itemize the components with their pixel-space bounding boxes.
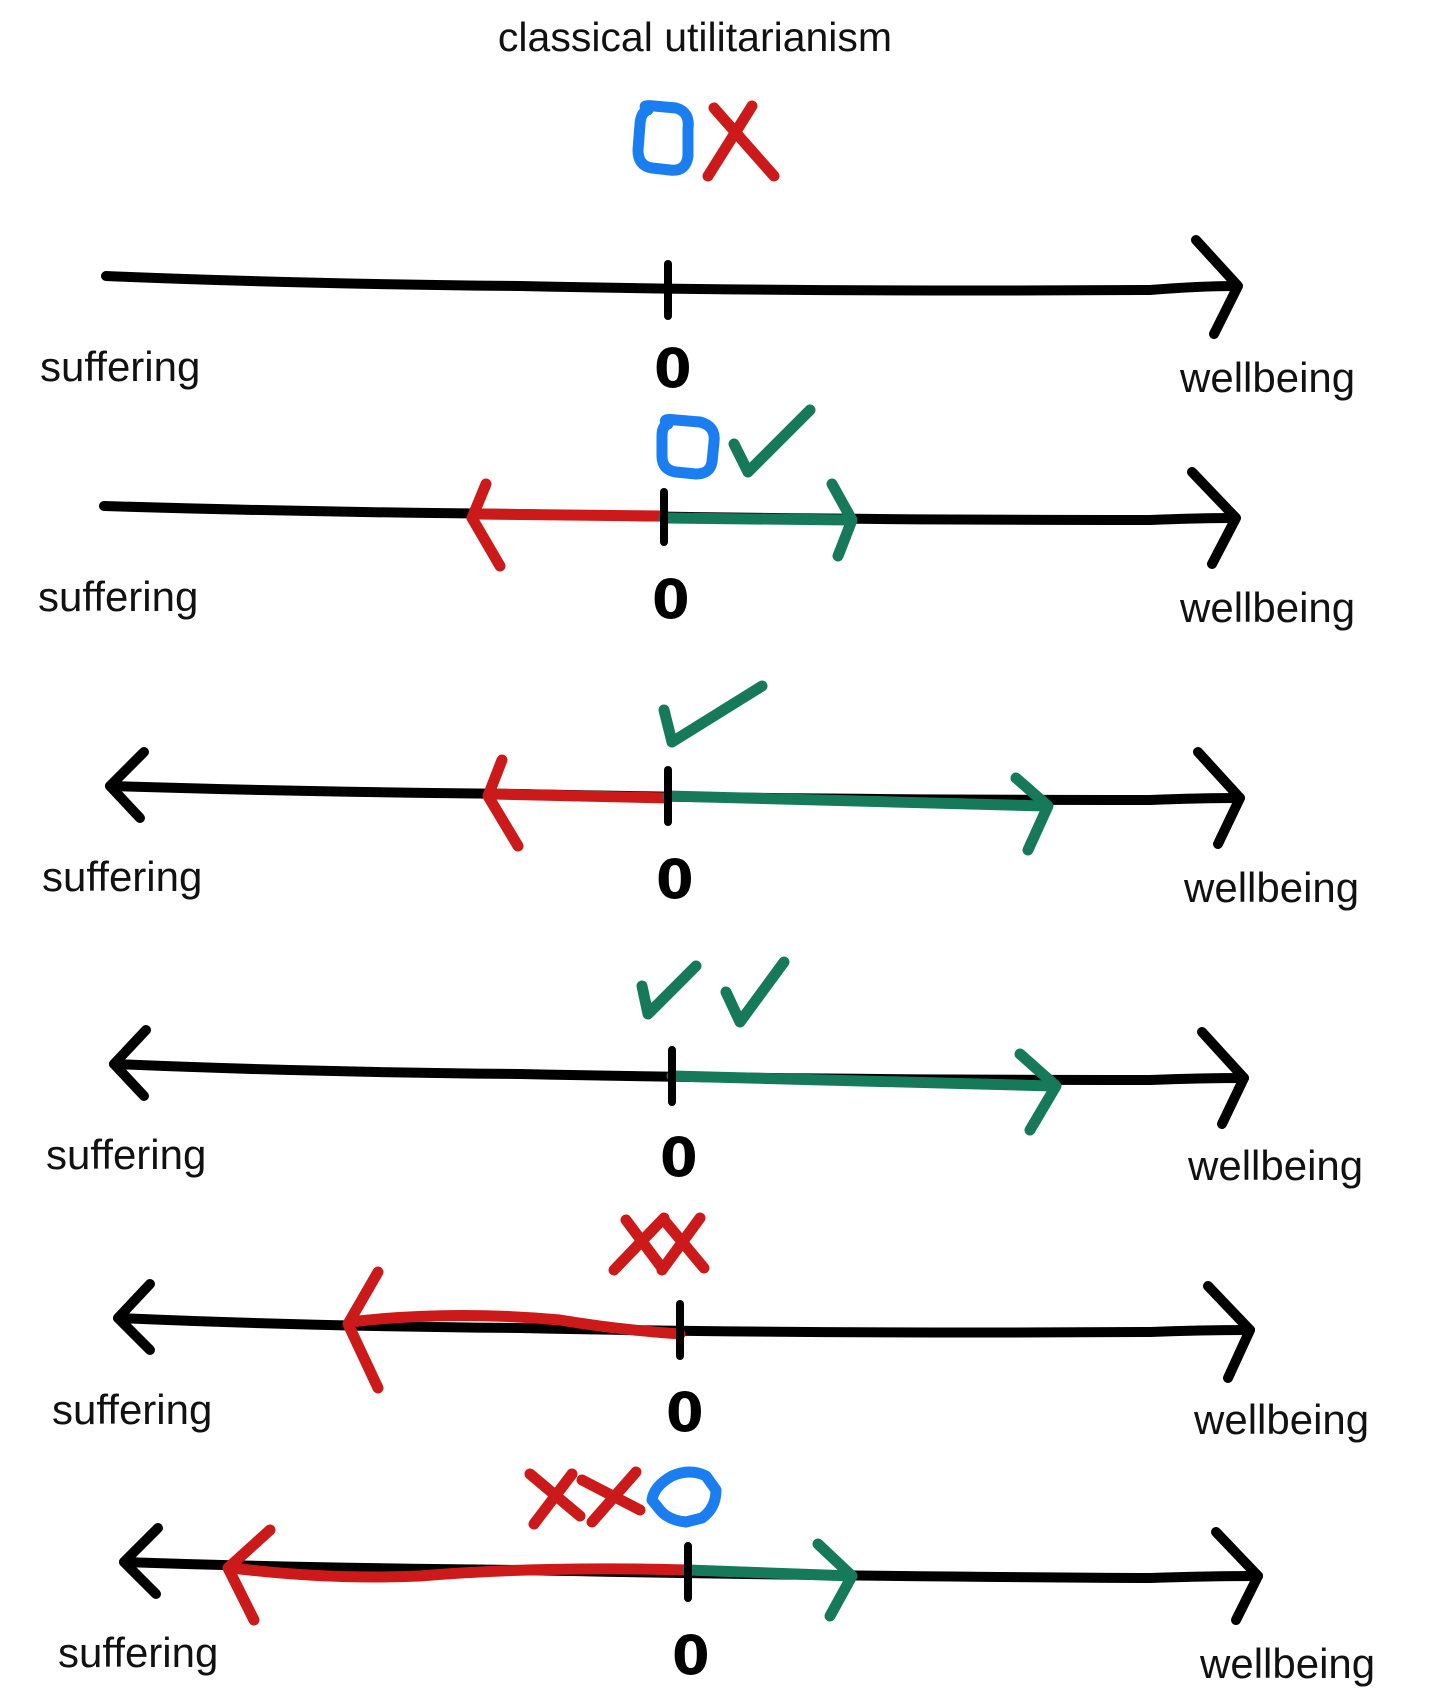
suffering-label: suffering (52, 1386, 212, 1433)
zero-label: 0 (660, 1126, 698, 1189)
zero-label: 0 (652, 568, 690, 631)
axis-arrowhead-right (1187, 467, 1241, 569)
diagram-title: classical utilitarianism (497, 14, 893, 60)
suffering-bar (470, 508, 668, 522)
row-3-markers (658, 680, 768, 748)
wellbeing-bar (658, 512, 856, 526)
suffering-arrowhead (222, 1524, 276, 1626)
suffering-arrowhead (342, 1266, 384, 1394)
suffering-label: suffering (40, 343, 200, 390)
zero-label: 0 (666, 1381, 704, 1444)
wellbeing-bar (662, 790, 1052, 812)
row-1: suffering 0 wellbeing (40, 100, 1355, 401)
row-5-markers (608, 1212, 710, 1276)
suffering-bar (344, 1309, 686, 1340)
axis-line (101, 271, 1241, 296)
wellbeing-label: wellbeing (1179, 354, 1355, 401)
axis-arrowhead-left (105, 747, 149, 823)
wellbeing-label: wellbeing (1199, 1640, 1375, 1687)
row-2: suffering 0 wellbeing (38, 404, 1355, 631)
check-marker (658, 680, 768, 748)
suffering-label: suffering (46, 1131, 206, 1178)
axis-arrowhead-right (1193, 747, 1245, 849)
wellbeing-arrowhead (1014, 1048, 1062, 1136)
wellbeing-label: wellbeing (1193, 1396, 1369, 1443)
axis-arrowhead-right (1211, 1527, 1263, 1625)
suffering-arrowhead (466, 478, 506, 572)
row-3: suffering 0 wellbeing (42, 680, 1359, 911)
row-2-markers (656, 404, 816, 480)
cross-marker (528, 1468, 578, 1530)
axis-arrowhead-right (1197, 1027, 1249, 1129)
suffering-label: suffering (42, 853, 202, 900)
suffering-label: suffering (38, 573, 198, 620)
cross-marker (656, 1212, 706, 1276)
cross-marker (702, 100, 758, 182)
axis-arrowhead-left (113, 1279, 155, 1355)
circle-marker (632, 100, 694, 176)
row-4: suffering 0 wellbeing (46, 956, 1363, 1189)
check-marker (636, 960, 702, 1020)
cross-marker (608, 1212, 670, 1276)
suffering-bar (486, 788, 672, 804)
axis-arrowhead-left (109, 1025, 151, 1101)
wellbeing-label: wellbeing (1179, 584, 1355, 631)
row-4-markers (636, 956, 790, 1028)
suffering-arrowhead (482, 754, 524, 852)
wellbeing-bar (682, 1564, 858, 1582)
suffering-label: suffering (58, 1629, 218, 1676)
wellbeing-arrowhead (826, 478, 858, 562)
wellbeing-label: wellbeing (1183, 864, 1359, 911)
wellbeing-label: wellbeing (1187, 1142, 1363, 1189)
check-marker (728, 404, 816, 478)
axis-arrowhead-right (1191, 235, 1243, 339)
zero-label: 0 (654, 337, 692, 400)
zero-label: 0 (656, 848, 694, 911)
wellbeing-bar (666, 1070, 1060, 1092)
row-1-markers (632, 100, 780, 182)
cross-marker (708, 102, 780, 182)
axis-line (113, 1313, 1255, 1338)
row-6: suffering 0 wellbeing (58, 1466, 1375, 1687)
circle-marker (646, 1466, 722, 1528)
row-5: suffering 0 wellbeing (52, 1212, 1369, 1444)
row-6-markers (524, 1466, 722, 1530)
wellbeing-arrowhead (812, 1538, 858, 1622)
suffering-bar (226, 1562, 692, 1583)
cross-marker (586, 1466, 642, 1528)
circle-marker (656, 414, 720, 480)
axis-arrowhead-left (119, 1523, 163, 1599)
check-marker (720, 956, 790, 1028)
axis-arrowhead-right (1203, 1281, 1255, 1383)
wellbeing-arrowhead (1010, 772, 1054, 856)
zero-label: 0 (672, 1624, 710, 1687)
